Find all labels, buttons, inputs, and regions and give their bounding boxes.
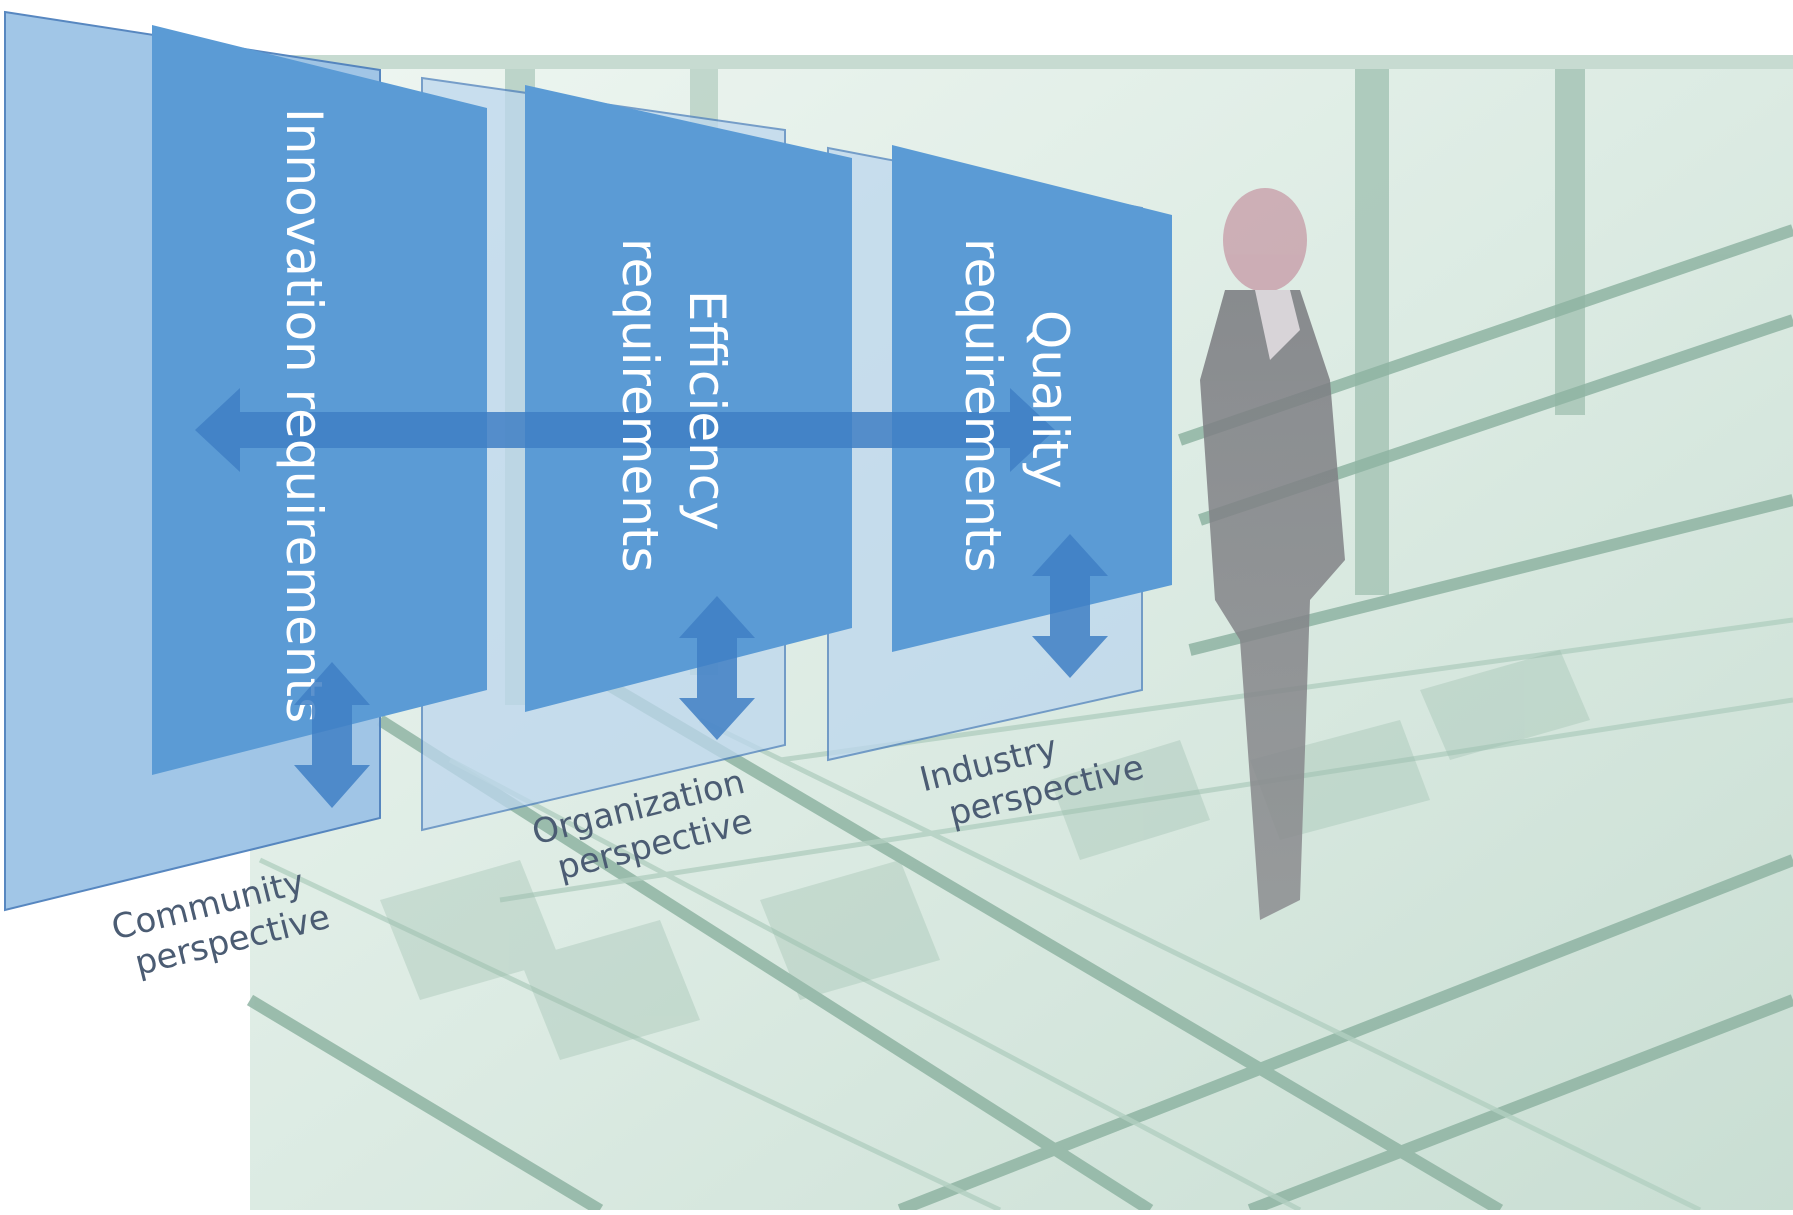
quality-requirements-label-line2: requirements [954, 238, 1012, 573]
horizontal-arrow-icon [195, 388, 1055, 472]
front-panels [152, 25, 1172, 775]
quality-requirements-panel [892, 145, 1172, 652]
vertical-arrow-icon [1032, 534, 1108, 678]
vertical-arrow-icon [679, 596, 755, 740]
quality-requirements-label-line1: Quality [1021, 310, 1079, 489]
man-figure [1200, 188, 1345, 920]
efficiency-requirements-panel [525, 85, 852, 712]
vertical-arrow-icon [294, 662, 370, 808]
efficiency-requirements-label-line2: requirements [611, 238, 669, 573]
innovation-requirements-label: Innovation requirements [275, 108, 333, 723]
efficiency-requirements-label-line1: Efficiency [678, 290, 736, 531]
innovation-requirements-panel [152, 25, 487, 775]
